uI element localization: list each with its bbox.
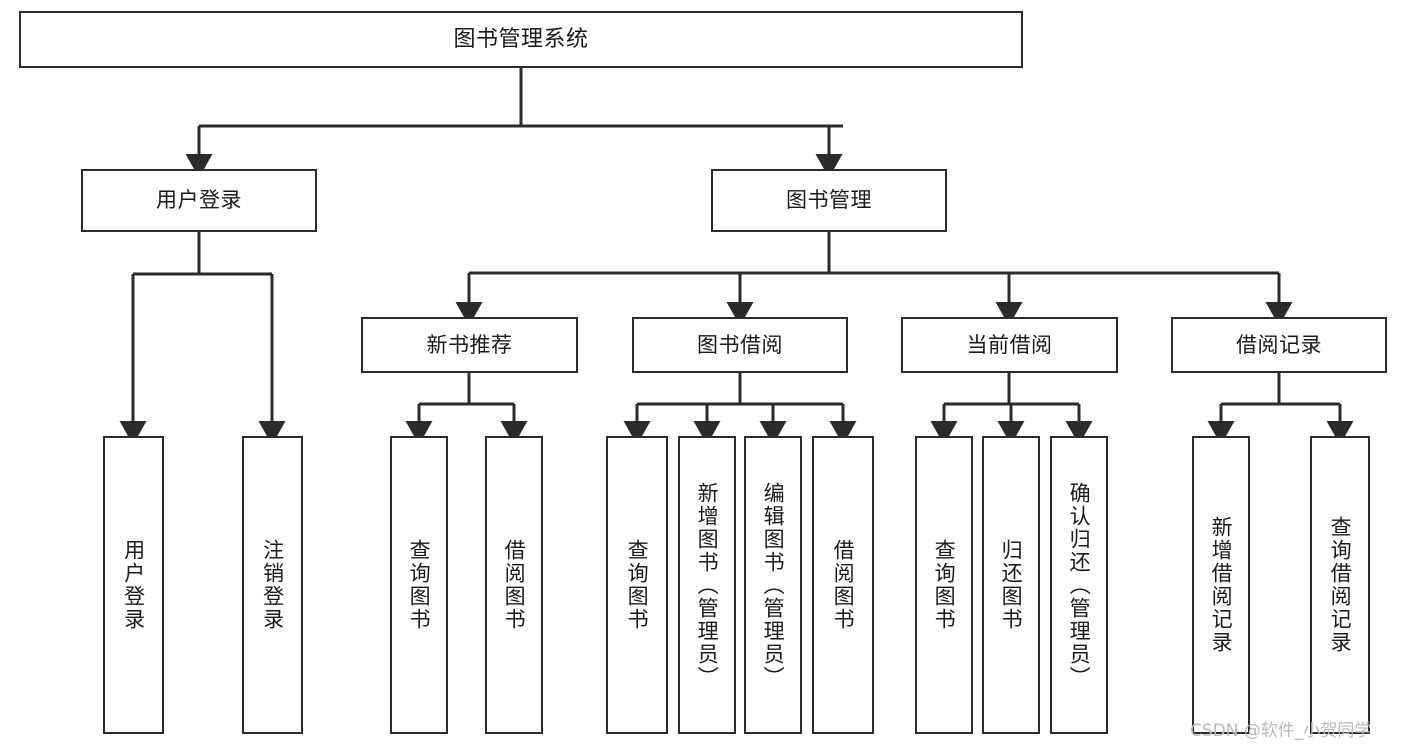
leaf-query-books-borrow[interactable]: 查询图书 — [606, 436, 668, 734]
node-current-borrow[interactable]: 当前借阅 — [901, 317, 1118, 373]
leaf-query-books-new-label: 查询图书 — [407, 539, 432, 631]
leaf-return-books[interactable]: 归还图书 — [982, 436, 1040, 734]
leaf-logout[interactable]: 注销登录 — [242, 436, 303, 734]
node-book-management[interactable]: 图书管理 — [711, 169, 947, 232]
node-new-book-recommendation-label: 新书推荐 — [426, 332, 513, 357]
leaf-user-login-label: 用户登录 — [121, 539, 146, 631]
leaf-logout-label: 注销登录 — [260, 539, 285, 631]
node-borrow-records[interactable]: 借阅记录 — [1171, 317, 1387, 373]
leaf-add-borrow-record[interactable]: 新增借阅记录 — [1192, 436, 1250, 734]
node-root-label: 图书管理系统 — [453, 26, 589, 52]
leaf-return-books-label: 归还图书 — [999, 539, 1024, 631]
leaf-confirm-return-admin-label: 确认归还（管理员） — [1067, 481, 1092, 689]
leaf-query-books-borrow-label: 查询图书 — [625, 539, 650, 631]
node-new-book-recommendation[interactable]: 新书推荐 — [361, 317, 578, 373]
leaf-confirm-return-admin[interactable]: 确认归还（管理员） — [1050, 436, 1108, 734]
leaf-query-books-current-label: 查询图书 — [932, 539, 957, 631]
leaf-query-borrow-record-label: 查询借阅记录 — [1328, 516, 1353, 654]
leaf-borrow-books[interactable]: 借阅图书 — [812, 436, 874, 734]
node-book-borrow[interactable]: 图书借阅 — [632, 317, 848, 373]
leaf-query-books-new[interactable]: 查询图书 — [390, 436, 448, 734]
csdn-watermark: CSDN @软件_小贺同学 — [1190, 721, 1372, 741]
leaf-edit-book-admin[interactable]: 编辑图书（管理员） — [744, 436, 802, 734]
leaf-borrow-books-new-label: 借阅图书 — [502, 539, 527, 631]
node-user-login[interactable]: 用户登录 — [81, 169, 317, 232]
leaf-add-book-admin[interactable]: 新增图书（管理员） — [678, 436, 736, 734]
node-borrow-records-label: 借阅记录 — [1236, 332, 1322, 357]
node-user-login-label: 用户登录 — [156, 188, 242, 213]
leaf-user-login[interactable]: 用户登录 — [103, 436, 164, 734]
leaf-edit-book-admin-label: 编辑图书（管理员） — [761, 481, 786, 689]
leaf-borrow-books-label: 借阅图书 — [831, 539, 856, 631]
leaf-borrow-books-new[interactable]: 借阅图书 — [485, 436, 543, 734]
node-book-borrow-label: 图书借阅 — [697, 332, 783, 357]
leaf-add-borrow-record-label: 新增借阅记录 — [1209, 516, 1234, 654]
leaf-add-book-admin-label: 新增图书（管理员） — [695, 481, 720, 689]
node-book-management-label: 图书管理 — [786, 188, 872, 213]
leaf-query-books-current[interactable]: 查询图书 — [915, 436, 973, 734]
leaf-query-borrow-record[interactable]: 查询借阅记录 — [1310, 436, 1370, 734]
node-root[interactable]: 图书管理系统 — [19, 11, 1023, 68]
node-current-borrow-label: 当前借阅 — [966, 332, 1053, 357]
